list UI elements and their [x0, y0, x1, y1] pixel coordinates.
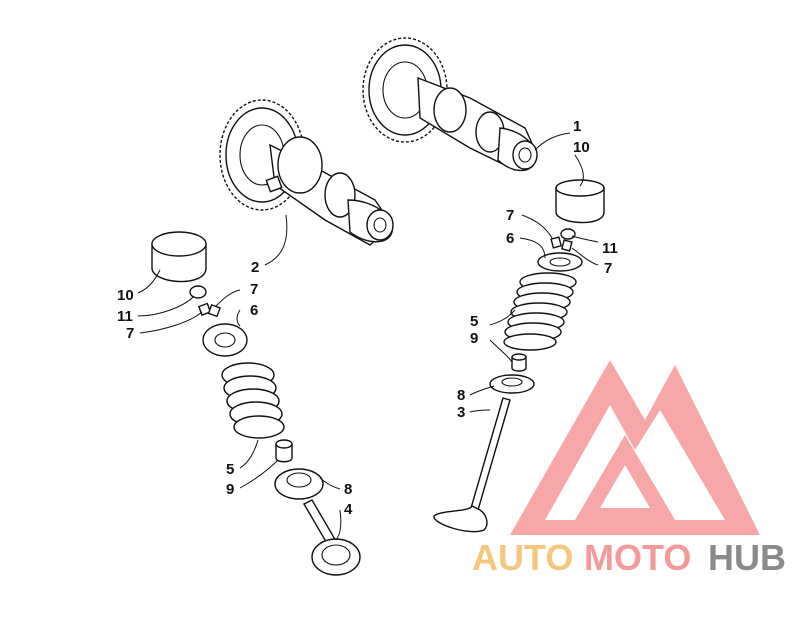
shim-right	[560, 228, 576, 240]
tappet-left	[151, 231, 207, 283]
camshaft-exhaust	[362, 37, 538, 172]
callout-8-left: 8	[344, 481, 352, 498]
leader-lines	[137, 132, 599, 541]
stem-seal-right	[511, 353, 527, 372]
callout-11-left: 11	[117, 308, 133, 325]
tappet-right	[555, 179, 605, 224]
callout-10-right: 10	[573, 139, 590, 156]
watermark-logo-inner	[575, 435, 675, 520]
spring-seat-left	[274, 468, 324, 500]
valve-assembly-right	[433, 179, 605, 533]
callout-8-right: 8	[457, 387, 465, 404]
watermark-word-moto: MOTO	[584, 537, 691, 578]
callout-10-left: 10	[117, 287, 134, 304]
watermark-word-hub: HUB	[708, 537, 786, 578]
callout-labels: 1 10 7 6 11 7 5 9 8 3 2 10 7 11 6 7 5 9 …	[117, 118, 618, 518]
valve-assembly-left	[151, 231, 361, 576]
callout-3: 3	[457, 404, 465, 421]
callout-4: 4	[344, 501, 353, 518]
callout-9-left: 9	[226, 481, 234, 498]
callout-11-right: 11	[602, 240, 618, 257]
camshaft-intake	[219, 99, 394, 246]
callout-1: 1	[573, 118, 581, 135]
callout-7-left-top: 7	[250, 281, 258, 298]
valve-intake	[303, 499, 361, 576]
keeper-right-a	[550, 236, 563, 249]
callout-5-right: 5	[470, 313, 478, 330]
callout-6-right: 6	[506, 230, 514, 247]
callout-7-left-bottom: 7	[126, 325, 134, 342]
spring-seat-right	[489, 374, 535, 394]
shim-left	[189, 285, 207, 299]
spring-retainer-left	[202, 323, 248, 357]
watermark-wordmark: AUTO MOTO HUB	[472, 537, 786, 578]
stem-seal-left	[275, 439, 293, 463]
callout-2: 2	[251, 259, 259, 276]
callout-9-right: 9	[470, 330, 478, 347]
callout-6-left: 6	[250, 302, 258, 319]
spring-retainer-right	[537, 252, 583, 272]
callout-5-left: 5	[226, 461, 234, 478]
watermark-logo-outer	[510, 360, 760, 535]
automotohub-watermark: AUTO MOTO HUB	[472, 360, 786, 578]
keeper-right-b	[560, 239, 573, 252]
valve-spring-left	[221, 362, 285, 439]
watermark-word-auto: AUTO	[472, 537, 573, 578]
watermark-logo-icon	[510, 360, 760, 535]
valve-exhaust	[433, 397, 511, 533]
callout-7-right-bottom: 7	[604, 260, 612, 277]
valve-spring-right	[503, 272, 577, 351]
callout-7-right-top: 7	[506, 207, 514, 224]
keeper-left-b	[207, 303, 221, 318]
